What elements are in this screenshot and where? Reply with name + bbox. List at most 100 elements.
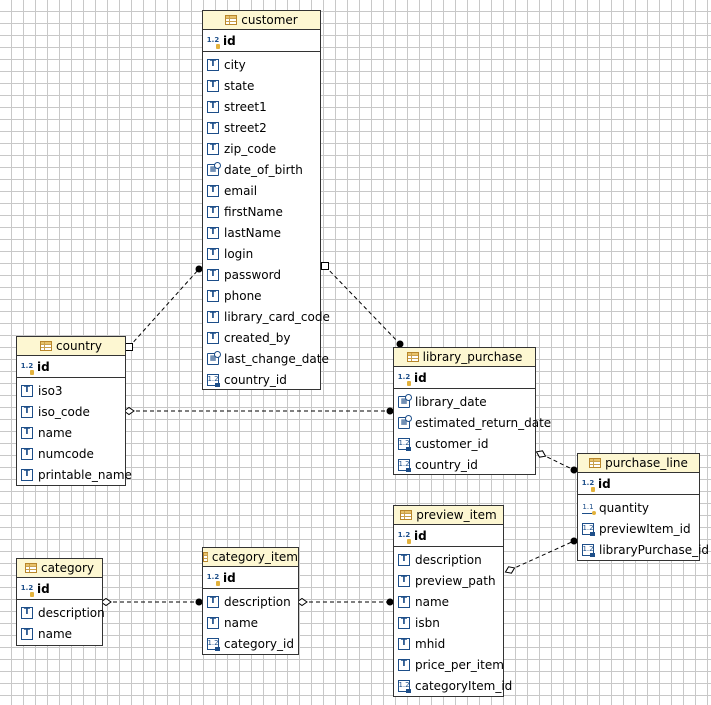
relationship-line[interactable] — [509, 540, 575, 571]
attribute-row[interactable]: 1.2 customer_id — [394, 433, 535, 454]
primary-key-row[interactable]: 1.2 id — [17, 356, 125, 378]
table-icon — [400, 510, 413, 520]
attribute-label: previewItem_id — [599, 521, 691, 536]
attribute-label: quantity — [599, 500, 650, 515]
attribute-row[interactable]: ▦library_date — [394, 391, 535, 412]
primary-key-icon: 1.2 — [21, 583, 34, 597]
relationship-line[interactable] — [324, 265, 401, 345]
foreign-key-icon: 1.2 — [398, 437, 411, 451]
attribute-label: zip_code — [224, 141, 277, 156]
entity-header[interactable]: preview_item — [394, 506, 503, 525]
attribute-label: customer_id — [415, 436, 489, 451]
attribute-row[interactable]: ▦date_of_birth — [203, 159, 320, 180]
attribute-label: state — [224, 78, 255, 93]
primary-key-row[interactable]: 1.2 id — [203, 30, 320, 52]
attribute-row[interactable]: ▦estimated_return_date — [394, 412, 551, 433]
entity-header[interactable]: category — [17, 559, 102, 578]
attribute-label: estimated_return_date — [415, 415, 552, 430]
link-customer-library-purchase[interactable] — [321, 262, 404, 348]
primary-key-row[interactable]: 1.2 id — [17, 578, 102, 600]
text-type-icon: T — [21, 627, 33, 640]
primary-key-label: id — [37, 581, 50, 596]
primary-key-label: id — [223, 33, 236, 48]
text-type-icon: T — [398, 595, 410, 608]
entity-library-purchase[interactable]: library_purchase 1.2 id ▦library_date▦es… — [393, 347, 551, 475]
attribute-label: name — [415, 594, 450, 609]
text-type-icon: T — [21, 447, 33, 460]
text-type-icon: T — [207, 100, 219, 113]
entity-header[interactable]: category_item — [203, 548, 298, 567]
entity-header[interactable]: purchase_line — [578, 454, 699, 473]
attribute-label: isbn — [415, 615, 440, 630]
attribute-label: description — [38, 605, 105, 620]
link-country-customer[interactable] — [125, 265, 203, 351]
attribute-label: description — [224, 594, 291, 609]
primary-key-row[interactable]: 1.2 id — [394, 367, 535, 389]
entity-title: library_purchase — [422, 350, 523, 364]
primary-key-row[interactable]: 1.2 id — [394, 525, 503, 547]
link-country-library-purchase[interactable] — [123, 406, 394, 416]
foreign-key-icon: 1.2 — [582, 543, 595, 557]
entity-header[interactable]: customer — [203, 11, 320, 30]
primary-key-label: id — [598, 476, 611, 491]
text-type-icon: T — [207, 331, 219, 344]
link-preview-item-purchase-line[interactable] — [504, 537, 578, 574]
link-category-item-preview-item[interactable] — [296, 597, 394, 607]
entity-header[interactable]: library_purchase — [394, 348, 535, 367]
link-category-category-item[interactable] — [100, 597, 203, 607]
primary-key-row[interactable]: 1.2 id — [203, 567, 298, 589]
relationship-line[interactable] — [540, 453, 575, 471]
attribute-label: created_by — [224, 330, 291, 345]
link-library-purchase-purchase-line[interactable] — [535, 450, 578, 474]
entity-header[interactable]: country — [17, 337, 125, 356]
primary-key-row[interactable]: 1.2 id — [578, 473, 699, 495]
attribute-label: lastName — [224, 225, 282, 240]
entity-title: country — [56, 339, 102, 353]
foreign-key-icon: 1.2 — [207, 373, 220, 387]
primary-key-icon: 1.2 — [582, 478, 595, 492]
attribute-row[interactable]: ▦last_change_date — [203, 348, 329, 369]
relationship-line[interactable] — [128, 268, 200, 348]
